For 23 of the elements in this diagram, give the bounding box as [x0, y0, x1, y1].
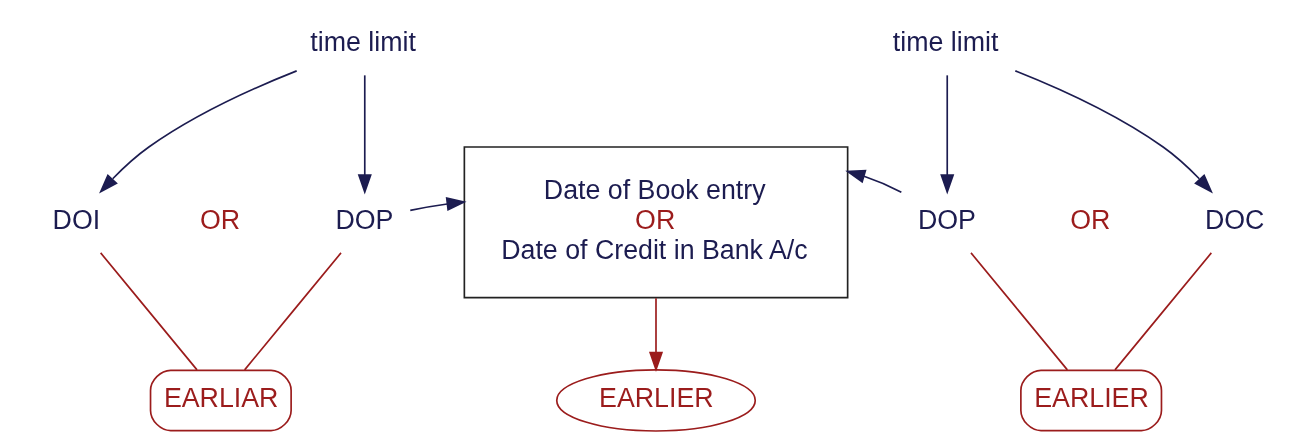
- arrow: [1014, 70, 1213, 194]
- label: OR: [1069, 204, 1110, 235]
- node-text: time limit: [309, 27, 416, 58]
- connector: [99, 252, 198, 371]
- node-box: Date of Book entry OR Date of Credit in Bank A/c: [463, 146, 848, 299]
- node-box: EARLIAR: [149, 369, 292, 432]
- node-text: DOI: [52, 204, 100, 235]
- arrow: [408, 197, 467, 212]
- arrow: [939, 74, 954, 195]
- node-text: DOC: [1204, 204, 1264, 235]
- label: OR: [199, 204, 240, 235]
- node-ellipse: EARLIER: [555, 369, 756, 432]
- node-text: time limit: [892, 27, 998, 58]
- connector: [969, 252, 1068, 371]
- node-box: EARLIER: [1019, 369, 1162, 432]
- node-text: DOP: [917, 204, 976, 235]
- arrow: [648, 297, 663, 372]
- connector: [243, 252, 342, 371]
- node-text: DOP: [334, 204, 393, 235]
- arrow: [98, 70, 297, 194]
- arrow: [844, 169, 902, 194]
- arrow: [357, 74, 372, 195]
- connector: [1113, 252, 1212, 371]
